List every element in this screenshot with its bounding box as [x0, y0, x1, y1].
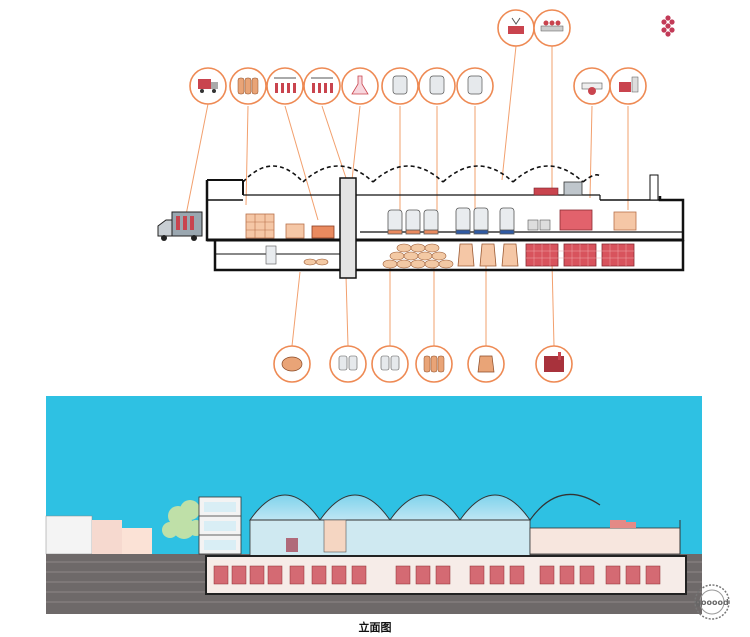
truck-icon [189, 67, 227, 105]
bottle-rack-icon [535, 345, 573, 383]
grape-icon [649, 7, 687, 45]
steel-tank-icon [456, 67, 494, 105]
cellar-rack [289, 565, 305, 585]
cellar-rack [213, 565, 229, 585]
office-block [198, 496, 242, 555]
cellar-rack [351, 565, 367, 585]
delivery-truck [157, 211, 203, 241]
cellar-rack [559, 565, 575, 585]
barrel-stack-icon [415, 345, 453, 383]
cellar-rack [489, 565, 505, 585]
building-section [205, 174, 685, 279]
barrel-stack-icon [229, 67, 267, 105]
cellar-rack [395, 565, 411, 585]
cellar-rack [645, 565, 661, 585]
crusher-icon [497, 9, 535, 47]
cellar-rack [539, 565, 555, 585]
cellar-rack [625, 565, 641, 585]
cellar-rack [605, 565, 621, 585]
svg-text:gooood: gooood [695, 598, 729, 607]
barrel-icon [273, 345, 311, 383]
steel-tank-icon [418, 67, 456, 105]
section-drawing [157, 36, 685, 347]
figure-caption: 立面图 [358, 621, 392, 634]
sorting-table-icon [573, 67, 611, 105]
cellar-rack [311, 565, 327, 585]
cellar-rack [469, 565, 485, 585]
leader-lines [185, 36, 629, 347]
conveyor-icon [533, 9, 571, 47]
top-process-icons [189, 7, 687, 105]
barrel-pile [382, 243, 454, 269]
cellar-rack [249, 565, 265, 585]
tank-transfer-icon [329, 345, 367, 383]
lab-flask-icon [341, 67, 379, 105]
gooood-stamp-logo: gooood [694, 584, 730, 620]
cellar-rack [435, 565, 451, 585]
ground-floor-equipment [245, 181, 637, 239]
bottling-line-icon [303, 67, 341, 105]
cellar-rack [415, 565, 431, 585]
wooden-vats [457, 243, 519, 267]
elevation-drawing [45, 396, 702, 614]
steel-tank-icon [381, 67, 419, 105]
cellar-rack [231, 565, 247, 585]
roof-vaults [242, 165, 601, 183]
neighbour-buildings [45, 515, 152, 555]
bottom-process-icons [273, 345, 573, 383]
cellar-rack [331, 565, 347, 585]
wooden-vat-icon [467, 345, 505, 383]
cellar-rack [509, 565, 525, 585]
harvest-bin-icon [609, 67, 647, 105]
basement-cellar [265, 243, 635, 269]
cellar-rack [579, 565, 595, 585]
vaulted-hall [249, 493, 681, 557]
bottling-line-icon [266, 67, 304, 105]
cellar-rack [267, 565, 283, 585]
tank-transfer-icon [371, 345, 409, 383]
steel-tanks [387, 207, 515, 235]
elevation-cellar [205, 555, 687, 595]
